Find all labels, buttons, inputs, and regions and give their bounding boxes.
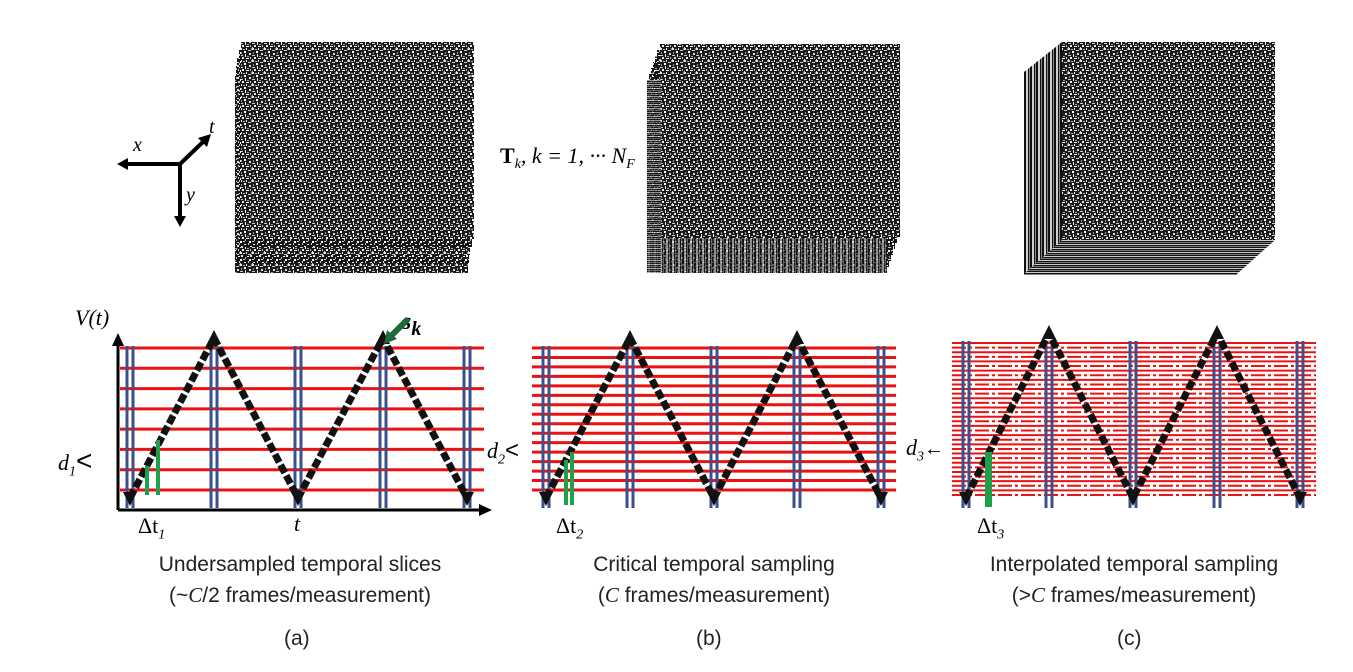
panel-label-b: (b) xyxy=(696,627,722,650)
caption-b: Critical temporal sampling (C frames/mea… xyxy=(524,550,904,611)
waveform-trough-marker xyxy=(291,492,305,506)
waveform-trough-marker xyxy=(123,492,137,506)
axis-icon-x-label: x xyxy=(132,134,142,156)
waveform-peak-marker xyxy=(1042,325,1056,339)
waveform-trough-marker xyxy=(959,492,973,506)
panel-a-axes: V(t) t sk xyxy=(75,305,492,536)
caption-c-line1: Interpolated temporal sampling xyxy=(989,553,1279,576)
caption-c: Interpolated temporal sampling (>C frame… xyxy=(944,550,1324,611)
d2-label: d2< xyxy=(487,437,520,468)
waveform-peak-marker xyxy=(790,330,804,344)
panel-a-plot xyxy=(120,330,484,508)
t-axis-label: t xyxy=(294,511,301,536)
v-axis-arrowhead-icon xyxy=(112,333,124,346)
waveform-trough-marker xyxy=(539,492,553,506)
tk-label: Tk, k = 1, ··· NF xyxy=(500,143,635,172)
waveform-trough-marker xyxy=(1126,492,1140,506)
dt2-label: Δt2 xyxy=(556,513,584,543)
frame-stack-a xyxy=(235,42,475,273)
t-axis-icon-arrow xyxy=(178,138,207,166)
panel-label-c: (c) xyxy=(1117,627,1142,650)
sk-pointer-arrow xyxy=(388,316,411,339)
panel-label-a: (a) xyxy=(284,627,310,650)
frame-stack-c xyxy=(1024,42,1275,275)
caption-a: Undersampled temporal slices (~C/2 frame… xyxy=(110,550,490,611)
axes-icon: x y t xyxy=(117,116,215,227)
v-axis-label: V(t) xyxy=(75,305,109,330)
caption-a-line2: (~C/2 frames/measurement) xyxy=(168,583,432,607)
caption-b-line2: (C frames/measurement) xyxy=(597,583,831,607)
t-arrowhead-icon xyxy=(198,134,211,147)
x-arrowhead-icon xyxy=(117,158,128,170)
svg-text:Tk, k = 1, ··· NF: Tk, k = 1, ··· NF xyxy=(500,143,635,172)
dt1-label: Δt1 xyxy=(138,513,166,543)
waveform-peak-marker xyxy=(623,330,637,344)
frame-stack-b xyxy=(647,44,900,273)
axis-icon-t-label: t xyxy=(209,116,215,138)
caption-c-line2: (>C frames/measurement) xyxy=(1011,583,1257,607)
axis-icon-y-label: y xyxy=(184,184,195,206)
waveform-trough-marker xyxy=(707,492,721,506)
waveform-trough-marker xyxy=(460,492,474,506)
t-axis-arrowhead-icon xyxy=(479,504,492,516)
waveform-trough-marker xyxy=(874,492,888,506)
voltage-waveform xyxy=(542,334,885,502)
y-arrowhead-icon xyxy=(174,216,186,227)
panel-c-plot xyxy=(952,325,1316,508)
panel-b-plot xyxy=(532,330,896,508)
d3-label: d3← xyxy=(906,435,944,465)
waveform-peak-marker xyxy=(207,330,221,344)
voltage-waveform xyxy=(962,329,1304,502)
dt3-label: Δt3 xyxy=(977,513,1005,543)
caption-b-line1: Critical temporal sampling xyxy=(593,553,835,576)
d1-label: d1< xyxy=(58,445,93,480)
waveform-peak-marker xyxy=(1210,325,1224,339)
caption-a-line1: Undersampled temporal slices xyxy=(158,553,442,576)
voltage-waveform xyxy=(126,334,471,502)
waveform-trough-marker xyxy=(1293,492,1307,506)
